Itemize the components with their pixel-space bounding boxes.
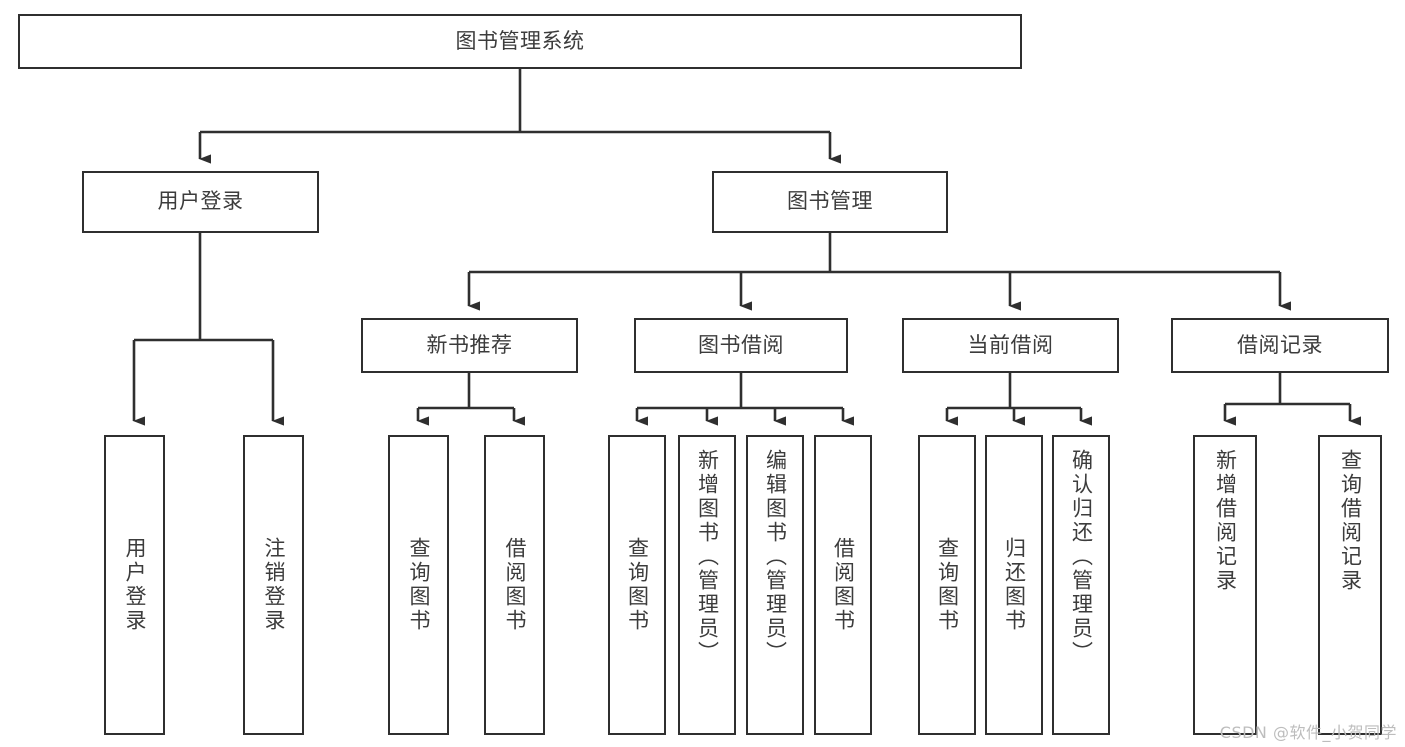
leaf-node-label: 借阅图书 (831, 537, 856, 633)
node-new-book-recommend-label: 新书推荐 (426, 332, 513, 357)
leaf-node[interactable]: 新增借阅记录 (1193, 435, 1257, 735)
node-current-borrow[interactable]: 当前借阅 (902, 318, 1119, 373)
leaf-node-label: 归还图书 (1002, 537, 1027, 633)
node-new-book-recommend[interactable]: 新书推荐 (361, 318, 578, 373)
node-root[interactable]: 图书管理系统 (18, 14, 1022, 69)
leaf-node[interactable]: 借阅图书 (484, 435, 545, 735)
leaf-node[interactable]: 借阅图书 (814, 435, 872, 735)
leaf-node[interactable]: 查询图书 (918, 435, 976, 735)
node-book-borrow-label: 图书借阅 (698, 332, 784, 357)
node-user-login[interactable]: 用户登录 (82, 171, 319, 233)
node-borrow-record[interactable]: 借阅记录 (1171, 318, 1389, 373)
leaf-node-label: 新增借阅记录 (1213, 449, 1238, 593)
leaf-node-label: 注销登录 (261, 537, 286, 633)
node-root-label: 图书管理系统 (455, 28, 585, 53)
leaf-node-label: 查询借阅记录 (1338, 449, 1363, 593)
leaf-node[interactable]: 编辑图书（管理员） (746, 435, 804, 735)
leaf-node-label: 借阅图书 (502, 537, 527, 633)
node-book-borrow[interactable]: 图书借阅 (634, 318, 848, 373)
watermark: CSDN @软件_小贺同学 (1219, 723, 1397, 742)
node-current-borrow-label: 当前借阅 (967, 332, 1054, 357)
node-borrow-record-label: 借阅记录 (1237, 332, 1323, 357)
node-user-login-label: 用户登录 (157, 189, 244, 214)
leaf-node-label: 查询图书 (406, 537, 431, 633)
leaf-node-label: 用户登录 (122, 537, 147, 633)
node-book-management[interactable]: 图书管理 (712, 171, 948, 233)
leaf-node-label: 新增图书（管理员） (695, 449, 720, 665)
node-book-management-label: 图书管理 (787, 189, 873, 214)
leaf-node-label: 确认归还（管理员） (1069, 449, 1094, 665)
leaf-node-label: 查询图书 (935, 537, 960, 633)
leaf-node[interactable]: 归还图书 (985, 435, 1043, 735)
leaf-node-label: 查询图书 (625, 537, 650, 633)
leaf-node[interactable]: 用户登录 (104, 435, 165, 735)
leaf-node-label: 编辑图书（管理员） (763, 449, 788, 665)
leaf-node[interactable]: 确认归还（管理员） (1052, 435, 1110, 735)
leaf-node[interactable]: 查询借阅记录 (1318, 435, 1382, 735)
leaf-node[interactable]: 注销登录 (243, 435, 304, 735)
leaf-node[interactable]: 查询图书 (388, 435, 449, 735)
leaf-node[interactable]: 新增图书（管理员） (678, 435, 736, 735)
leaf-node[interactable]: 查询图书 (608, 435, 666, 735)
